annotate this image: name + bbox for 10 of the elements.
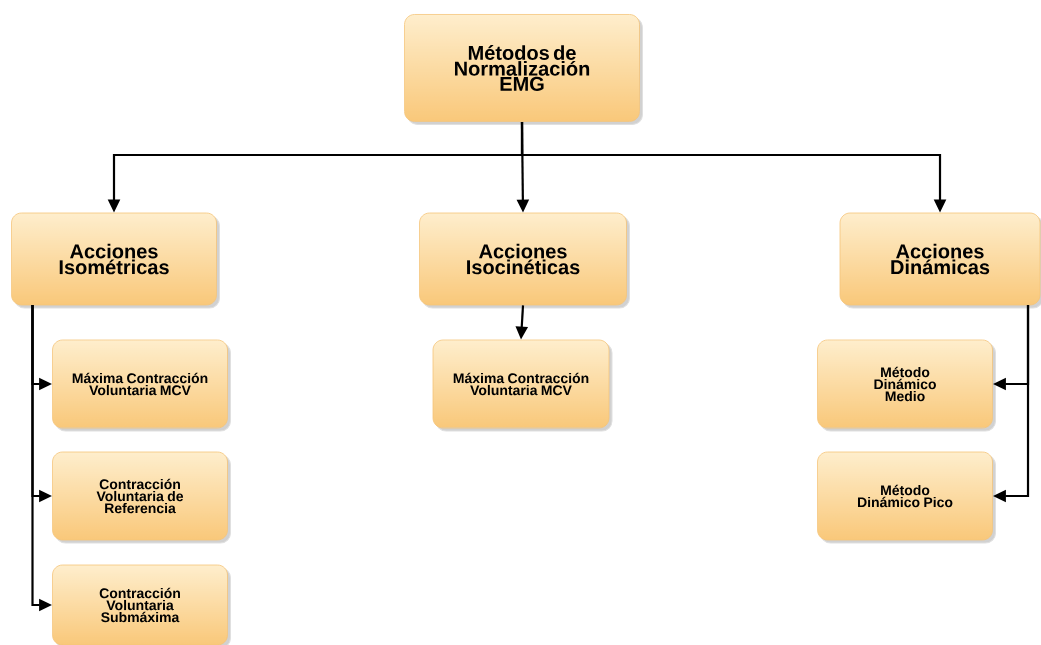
method-box: Máxima Contracción Voluntaria MCV (432, 339, 613, 432)
category-box: Acciones Dinámicas (839, 212, 1041, 309)
root-box: Métodos de Normalización EMG (404, 14, 643, 125)
method-box: Método Dinámico Pico (817, 451, 996, 544)
category-box: Acciones Isométricas (11, 212, 220, 309)
method-box: Método Dinámico Medio (817, 339, 996, 432)
category-box: Acciones Isocinéticas (419, 212, 630, 309)
method-box: Contracción Voluntaria de Referencia (52, 451, 231, 544)
method-box: Máxima Contracción Voluntaria MCV (52, 339, 231, 432)
method-box: Contracción Voluntaria Submáxima (52, 564, 231, 645)
